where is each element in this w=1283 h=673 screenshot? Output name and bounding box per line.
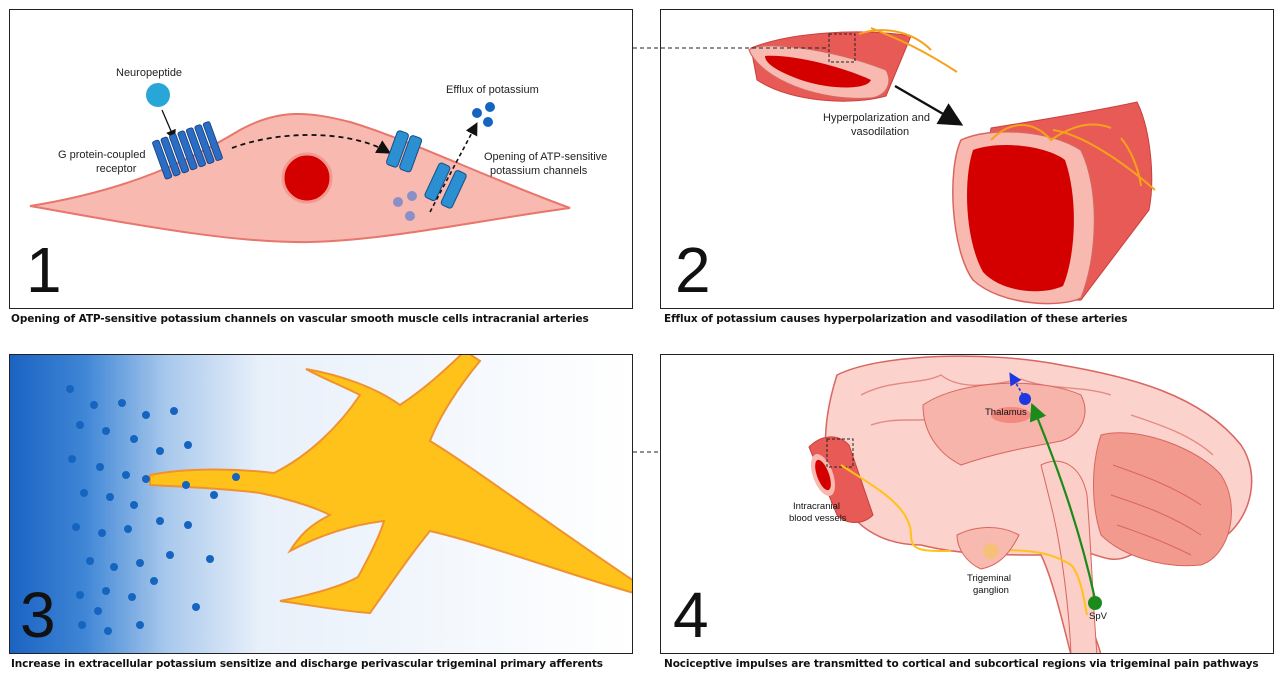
panel-number: 1	[26, 238, 62, 302]
panel-1-illustration: Neuropeptide G protein-coupled receptor	[10, 10, 633, 309]
potassium-ion-icon	[405, 211, 415, 221]
potassium-ion-icon	[485, 102, 495, 112]
potassium-ion-icon	[472, 108, 482, 118]
artery-constricted	[749, 28, 957, 101]
katp-label-line2: potassium channels	[490, 165, 588, 177]
thalamus-marker	[1019, 393, 1031, 405]
potassium-ion-icon	[393, 197, 403, 207]
panel-number: 2	[675, 238, 711, 302]
ganglion-label-line1: Trigeminal	[967, 573, 1011, 584]
panel-2-illustration: Hyperpolarization and vasodilation	[661, 10, 1274, 309]
thalamus-label: Thalamus	[985, 407, 1027, 418]
panel-4: Thalamus Intracranial blood vessels Trig…	[660, 354, 1274, 654]
hyperpolarization-label-line1: Hyperpolarization and	[823, 112, 930, 124]
efflux-label: Efflux of potassium	[446, 84, 539, 96]
artery-dilated	[953, 102, 1155, 304]
neuropeptide-label: Neuropeptide	[116, 67, 182, 79]
vessels-label-line1: Intracranial	[793, 501, 840, 512]
panel-1: Neuropeptide G protein-coupled receptor	[9, 9, 633, 309]
panel-1-caption: Opening of ATP-sensitive potassium chann…	[11, 313, 589, 325]
potassium-ion-icon	[483, 117, 493, 127]
ganglion-label-line2: ganglion	[973, 585, 1009, 596]
panel-3: 3	[9, 354, 633, 654]
gpcr-label-line1: G protein-coupled	[58, 149, 145, 161]
panel-2-caption: Efflux of potassium causes hyperpolariza…	[664, 313, 1127, 325]
panel-3-caption: Increase in extracellular potassium sens…	[11, 658, 603, 670]
nucleus	[283, 154, 331, 202]
hyperpolarization-label-line2: vasodilation	[851, 126, 909, 138]
panel-3-illustration	[10, 355, 633, 654]
panel-number: 4	[673, 583, 709, 647]
panel-4-illustration: Thalamus Intracranial blood vessels Trig…	[661, 355, 1274, 654]
neuropeptide-icon	[146, 83, 170, 107]
panel-2: Hyperpolarization and vasodilation 2	[660, 9, 1274, 309]
spv-marker	[1088, 596, 1102, 610]
gpcr-label-line2: receptor	[96, 163, 137, 175]
potassium-ion-icon	[407, 191, 417, 201]
katp-label-line1: Opening of ATP-sensitive	[484, 151, 607, 163]
vessels-label-line2: blood vessels	[789, 513, 847, 524]
panel-4-caption: Nociceptive impulses are transmitted to …	[664, 658, 1259, 670]
panel-number: 3	[20, 583, 56, 647]
spv-label: SpV	[1089, 611, 1108, 622]
